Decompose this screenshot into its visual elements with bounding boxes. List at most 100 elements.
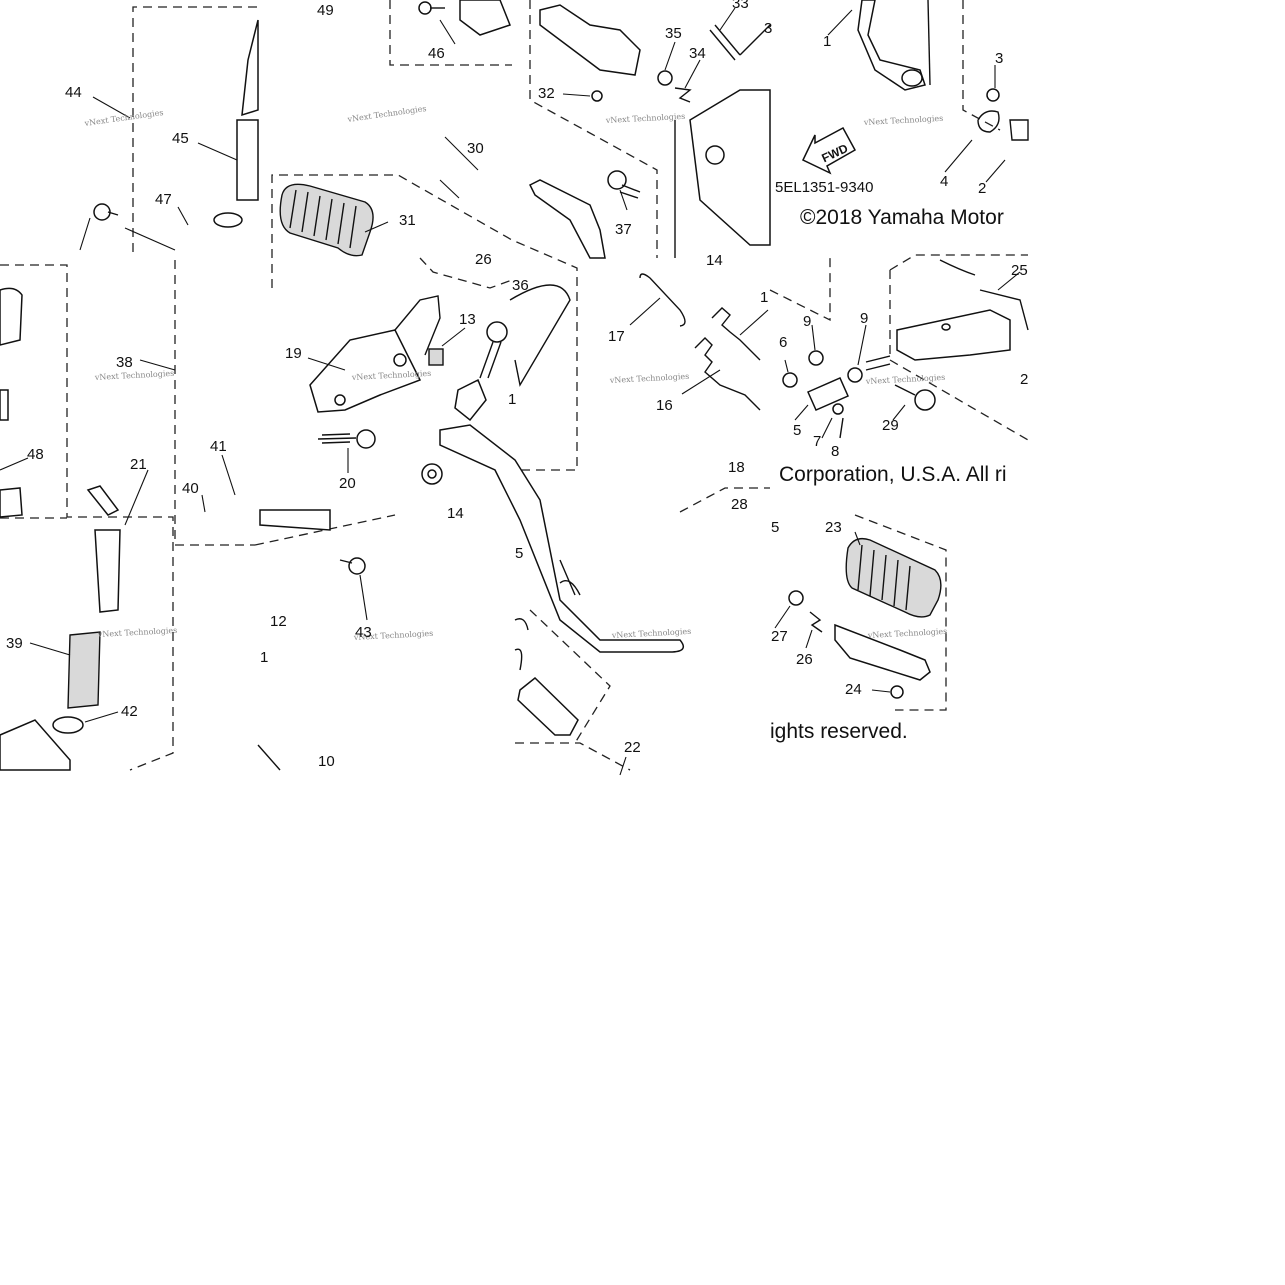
svg-text:vNext Technologies: vNext Technologies bbox=[605, 112, 686, 125]
callout-42: 42 bbox=[121, 703, 138, 720]
callout-2: 2 bbox=[978, 180, 986, 197]
callout-4: 4 bbox=[940, 173, 948, 190]
callout-labels: 49 44 45 47 46 30 31 26 36 13 19 1 20 14… bbox=[6, 0, 1028, 770]
group-boundary-stand bbox=[515, 742, 631, 771]
callout-19: 19 bbox=[285, 345, 302, 362]
group-boundary-footrest bbox=[271, 174, 578, 471]
bolt-43-part bbox=[339, 557, 366, 575]
callout-34: 34 bbox=[689, 45, 706, 62]
callout-14: 14 bbox=[447, 505, 464, 522]
callout-16b: 1 bbox=[760, 289, 768, 306]
callout-27: 27 bbox=[771, 628, 788, 645]
return-spring-part bbox=[639, 273, 761, 411]
group-boundary-grip bbox=[419, 257, 513, 289]
callout-41: 41 bbox=[210, 438, 227, 455]
rear-step-bracket-part bbox=[896, 259, 1029, 361]
callout-21: 21 bbox=[130, 456, 147, 473]
copyright-line-2: Corporation, U.S.A. All ri bbox=[779, 463, 1007, 486]
washer-inner bbox=[427, 469, 437, 479]
bolt-46-part bbox=[418, 0, 511, 36]
shift-pedal-part bbox=[857, 0, 1029, 141]
svg-text:vNext Technologies: vNext Technologies bbox=[867, 627, 948, 640]
callout-16: 16 bbox=[656, 397, 673, 414]
svg-text:vNext Technologies: vNext Technologies bbox=[863, 114, 944, 127]
callout-9b: 9 bbox=[860, 310, 868, 327]
callout-45: 45 bbox=[172, 130, 189, 147]
callout-38: 38 bbox=[116, 354, 133, 371]
callout-6: 6 bbox=[779, 334, 787, 351]
bolt-part bbox=[317, 429, 376, 449]
callout-5: 5 bbox=[793, 422, 801, 439]
svg-text:vNext Technologies: vNext Technologies bbox=[609, 372, 690, 385]
group-boundary-bracket bbox=[529, 0, 658, 258]
callout-26b: 26 bbox=[475, 251, 492, 268]
bolt-right-part bbox=[894, 384, 936, 411]
grip-left-lower-part bbox=[0, 529, 121, 771]
stand-foot-part bbox=[514, 618, 579, 736]
callout-22: 22 bbox=[624, 739, 641, 756]
svg-text:vNext Technologies: vNext Technologies bbox=[865, 373, 946, 386]
callout-28: 28 bbox=[731, 496, 748, 513]
group-boundary-pedal-lower bbox=[679, 487, 770, 513]
callout-15: 5 bbox=[515, 545, 523, 562]
callout-43: 43 bbox=[355, 624, 372, 641]
brake-pedal-part bbox=[439, 424, 685, 653]
callout-48: 48 bbox=[27, 446, 44, 463]
copyright-line-3: ights reserved. bbox=[770, 720, 908, 743]
callout-40: 40 bbox=[182, 480, 199, 497]
callout-14b: 14 bbox=[706, 252, 723, 269]
pivot-bolt-part bbox=[479, 284, 571, 387]
callout-2b: 2 bbox=[1020, 371, 1028, 388]
group-boundary-top-left bbox=[132, 6, 257, 258]
callout-44: 44 bbox=[65, 84, 82, 101]
group-boundary-center bbox=[174, 260, 255, 546]
svg-text:vNext Technologies: vNext Technologies bbox=[351, 369, 432, 382]
callout-37: 37 bbox=[615, 221, 632, 238]
callout-25: 25 bbox=[1011, 262, 1028, 279]
callout-47: 47 bbox=[155, 191, 172, 208]
footpeg-lower-part bbox=[788, 537, 942, 699]
callout-23: 23 bbox=[825, 519, 842, 536]
group-boundary-left-middle bbox=[0, 264, 174, 771]
spring-small-part bbox=[428, 348, 444, 366]
group-boundary-lower-center bbox=[254, 514, 396, 546]
grip-left-edge-part bbox=[0, 287, 23, 518]
callout-20: 20 bbox=[339, 475, 356, 492]
svg-text:vNext Technologies: vNext Technologies bbox=[83, 108, 164, 128]
grip-left-upper-part bbox=[213, 19, 259, 228]
svg-text:vNext Technologies: vNext Technologies bbox=[94, 369, 175, 382]
callout-12: 12 bbox=[270, 613, 287, 630]
fwd-arrow-icon: FWD bbox=[801, 126, 857, 175]
svg-text:vNext Technologies: vNext Technologies bbox=[353, 629, 434, 642]
svg-text:vNext Technologies: vNext Technologies bbox=[97, 626, 178, 639]
callout-18: 18 bbox=[728, 459, 745, 476]
callout-30: 30 bbox=[467, 140, 484, 157]
callout-7: 7 bbox=[813, 433, 821, 450]
callout-1b: 1 bbox=[508, 391, 516, 408]
callout-24: 24 bbox=[845, 681, 862, 698]
clevis-joint-part bbox=[782, 350, 891, 439]
footrest-rubber-part bbox=[279, 183, 374, 257]
callout-3: 3 bbox=[995, 50, 1003, 67]
callout-29: 29 bbox=[882, 417, 899, 434]
callout-33: 33 bbox=[732, 0, 749, 12]
svg-text:vNext Technologies: vNext Technologies bbox=[346, 104, 427, 124]
callout-8: 8 bbox=[831, 443, 839, 460]
shift-lever-top-part bbox=[539, 4, 771, 103]
group-boundary-right-top bbox=[962, 0, 1001, 131]
callout-3b: 3 bbox=[764, 20, 772, 37]
bolt-44-part bbox=[93, 203, 119, 221]
bolt-37-part bbox=[607, 170, 641, 199]
group-boundary-footpeg-lower bbox=[854, 514, 947, 711]
lower-footpeg-bracket-part bbox=[257, 509, 331, 771]
callout-11: 1 bbox=[260, 649, 268, 666]
callout-46: 46 bbox=[428, 45, 445, 62]
callout-26: 26 bbox=[796, 651, 813, 668]
callout-39: 39 bbox=[6, 635, 23, 652]
group-boundary-top-center bbox=[389, 0, 512, 66]
leader-lines bbox=[0, 7, 1021, 776]
frame-bracket-part bbox=[674, 89, 771, 258]
callout-1: 1 bbox=[823, 33, 831, 50]
callout-49: 49 bbox=[317, 2, 334, 19]
